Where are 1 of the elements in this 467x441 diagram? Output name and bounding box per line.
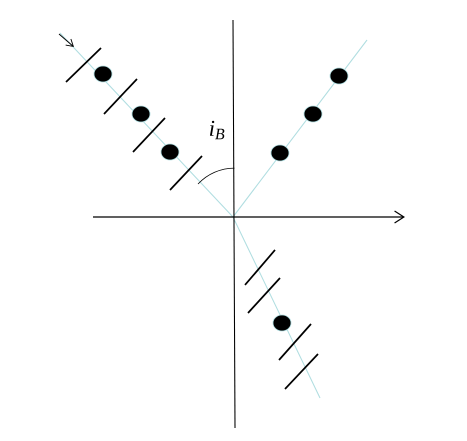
angle-label: i$_{B}$ <box>210 120 224 140</box>
